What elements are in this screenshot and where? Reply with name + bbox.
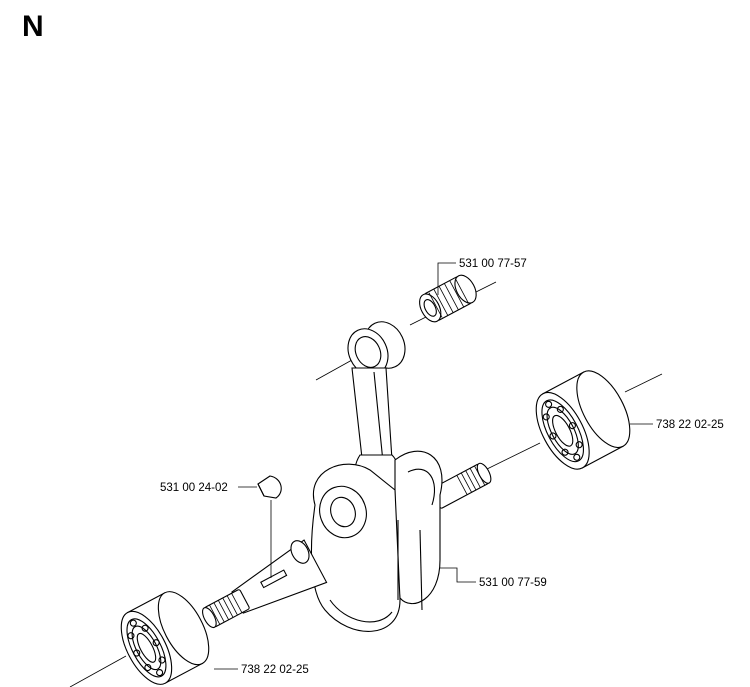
- section-letter: N: [22, 10, 44, 43]
- leader-crankshaft: [440, 567, 476, 583]
- ball-bearing-left[interactable]: [111, 584, 219, 687]
- leader-woodruff-key: [238, 486, 272, 578]
- part-label-crankshaft: 531 00 77-59: [479, 577, 547, 589]
- ball-bearing-right[interactable]: [525, 363, 640, 478]
- crankshaft[interactable]: [194, 450, 494, 641]
- part-label-woodruff-key: 531 00 24-02: [160, 482, 228, 494]
- part-label-needle-bearing: 531 00 77-57: [459, 258, 527, 270]
- woodruff-key[interactable]: [257, 475, 282, 499]
- part-label-ball-bearing-right: 738 22 02-25: [656, 419, 724, 431]
- leader-needle-bearing: [437, 262, 456, 295]
- needle-bearing[interactable]: [415, 272, 480, 326]
- part-label-ball-bearing-left: 738 22 02-25: [241, 664, 309, 676]
